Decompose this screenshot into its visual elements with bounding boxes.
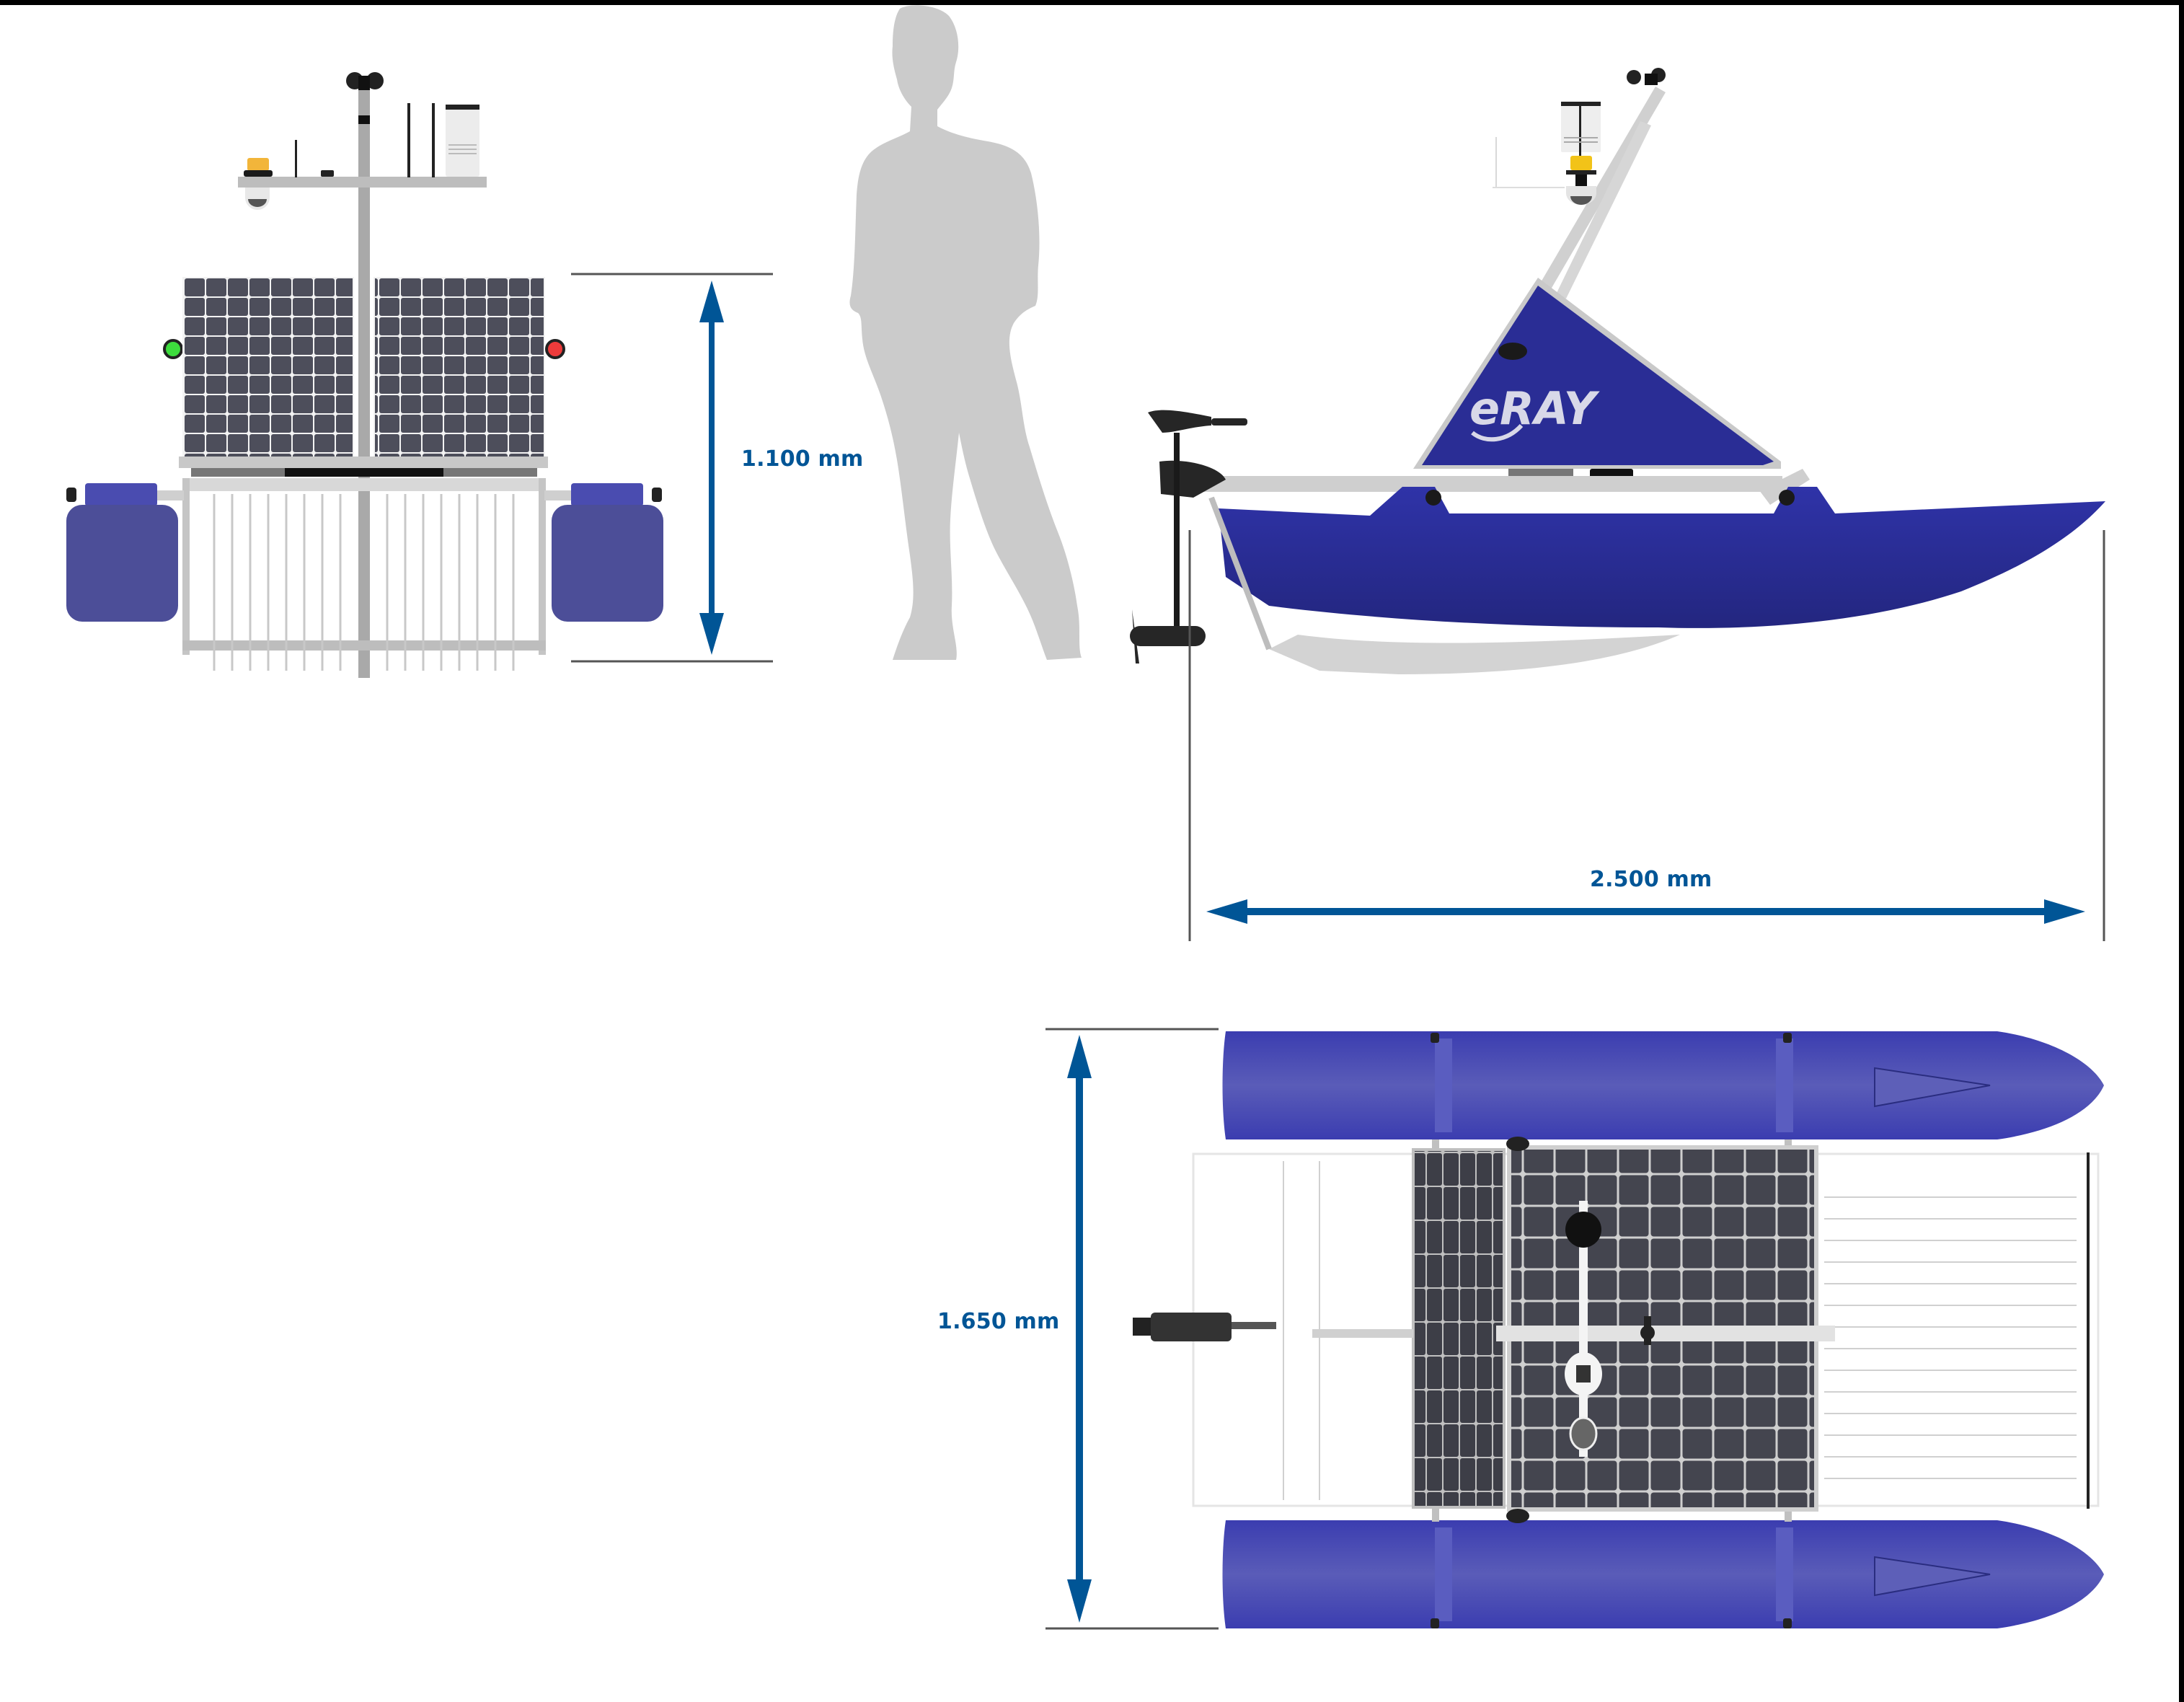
brand-logo: eRAY <box>1469 382 1601 435</box>
gps-puck-icon <box>1565 1212 1601 1248</box>
anemometer-icon <box>346 72 384 90</box>
arrowhead-down-icon <box>699 613 724 655</box>
arrowhead-right-icon <box>2044 899 2085 924</box>
arrowhead-up-icon <box>1067 1035 1092 1078</box>
trolling-motor <box>1133 1313 1276 1341</box>
mast <box>358 87 370 678</box>
electronics-enclosure <box>1422 286 1774 465</box>
nav-light-green-icon <box>163 339 183 359</box>
nav-light-red-icon <box>545 339 565 359</box>
anemometer-icon <box>1640 1316 1655 1345</box>
beacon-light-icon <box>1566 156 1596 205</box>
antenna-icon <box>432 103 435 177</box>
float-right <box>552 483 663 622</box>
sensor-rods <box>213 494 515 671</box>
antenna-icon <box>407 103 410 177</box>
keel-strut <box>1269 635 1680 674</box>
deck-rail <box>1191 476 1782 492</box>
trolling-motor <box>1130 410 1247 663</box>
anemometer-icon <box>1627 68 1666 85</box>
weather-sensor-icon <box>446 105 479 177</box>
dimension-label-length: 2.500 mm <box>1590 867 1712 892</box>
beacon-light-icon <box>244 158 273 210</box>
arrowhead-up-icon <box>699 281 724 322</box>
frame-border-top <box>0 0 2184 5</box>
dimension-label-height: 1.100 mm <box>741 446 864 472</box>
dimension-label-width: 1.650 mm <box>937 1309 1060 1334</box>
sensor-crossbar <box>238 177 487 188</box>
weather-sensor-icon <box>1561 102 1601 156</box>
hull-pontoon <box>1219 487 2105 628</box>
antenna-icon <box>295 140 297 177</box>
arrowhead-left-icon <box>1206 899 1247 924</box>
frame-border-right <box>2179 0 2184 1702</box>
arrowhead-down-icon <box>1067 1579 1092 1623</box>
float-left <box>66 483 178 622</box>
